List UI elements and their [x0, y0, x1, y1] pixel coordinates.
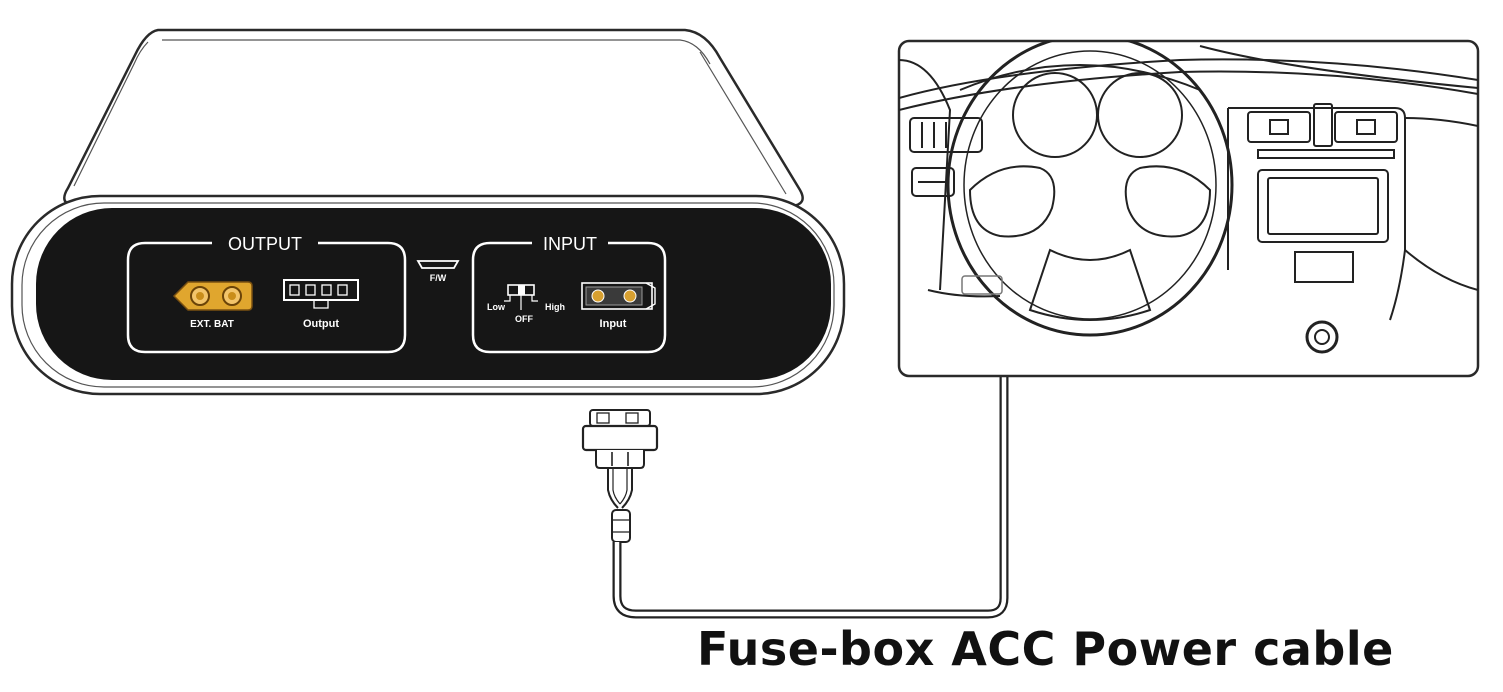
input-connector[interactable]	[581, 282, 656, 310]
device-front-panel	[36, 208, 831, 380]
cable-wire-pair	[607, 468, 633, 509]
output-group-frame	[126, 241, 407, 354]
dashboard-frame	[897, 39, 1480, 378]
device-top-housing	[63, 28, 804, 208]
output-port[interactable]	[283, 279, 359, 309]
ext-bat-label: EXT. BAT	[190, 319, 234, 330]
switch-off-label: OFF	[515, 314, 533, 324]
cable-xt60-plug	[581, 409, 659, 469]
fw-port[interactable]	[416, 260, 460, 269]
switch-high-label: High	[545, 302, 565, 312]
input-group-label: INPUT	[543, 234, 597, 254]
steering-wheel	[946, 41, 1234, 337]
fw-port-label: F/W	[430, 273, 447, 283]
diagram-caption: Fuse-box ACC Power cable	[697, 622, 1394, 676]
input-port-label: Input	[600, 318, 627, 330]
input-group: INPUT Low OFF High Input	[471, 234, 667, 354]
input-group-frame	[471, 241, 667, 354]
ext-bat-connector[interactable]	[172, 281, 253, 311]
output-group-label: OUTPUT	[228, 234, 302, 254]
switch-low-label: Low	[487, 302, 506, 312]
acc-power-cable	[581, 300, 1017, 619]
device-top-edge-highlight	[162, 39, 711, 65]
output-port-label: Output	[303, 318, 339, 330]
cable-inline-fuse	[611, 509, 631, 543]
fuse-box-location	[961, 275, 1003, 295]
power-mode-switch[interactable]	[504, 284, 538, 310]
output-group: OUTPUT EXT. BAT Output	[126, 234, 407, 354]
power-box-device: OUTPUT EXT. BAT Output	[10, 28, 846, 396]
car-dashboard-illustration	[897, 39, 1480, 378]
cable-run-inner	[614, 330, 1007, 617]
